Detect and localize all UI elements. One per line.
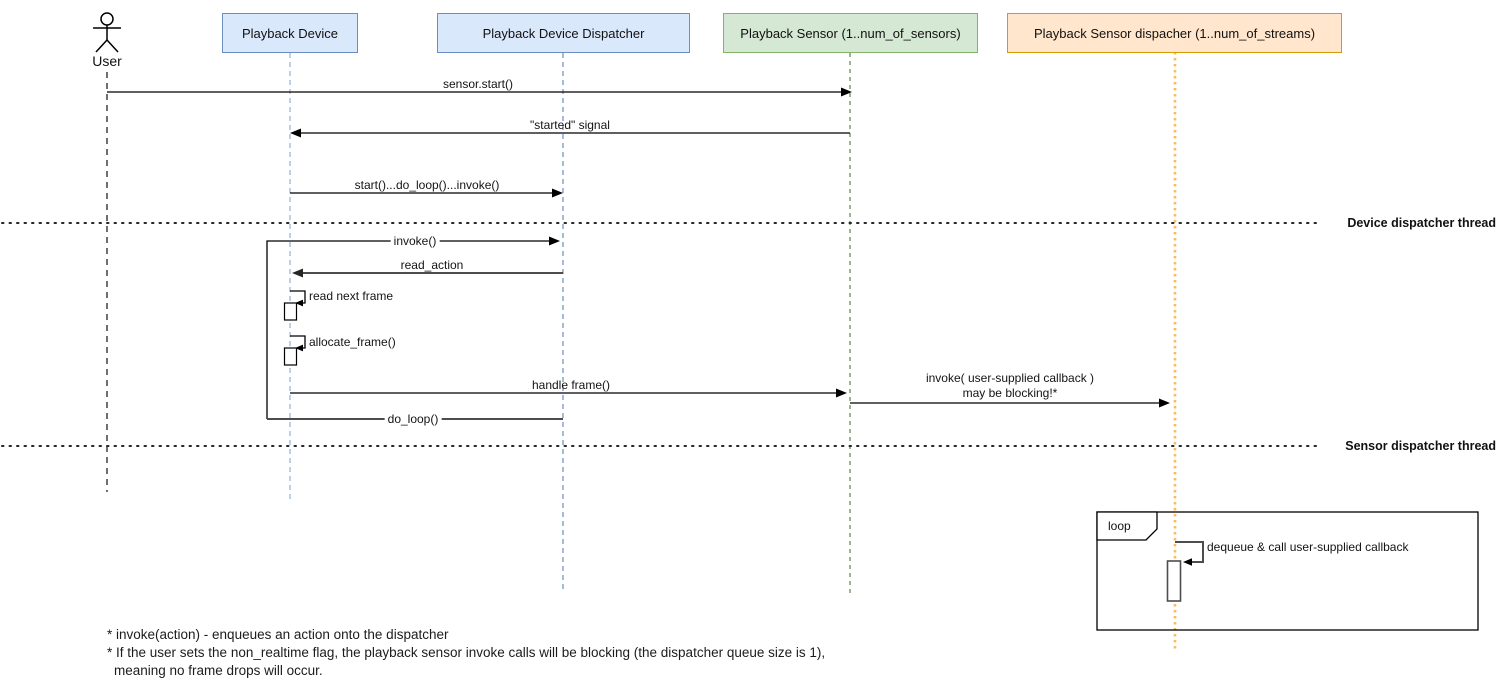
loop-fragment-label: loop bbox=[1108, 519, 1131, 533]
message-arrows bbox=[107, 87, 1204, 602]
msg-read-action: read_action bbox=[400, 258, 464, 272]
participant-playback-sensor: Playback Sensor (1..num_of_sensors) bbox=[723, 13, 978, 53]
participant-label: Playback Device bbox=[241, 25, 339, 41]
user-actor-label: User bbox=[92, 53, 122, 69]
user-actor-icon bbox=[93, 12, 121, 53]
msg-handle-frame: handle frame() bbox=[531, 378, 611, 392]
thread-separators bbox=[1, 222, 1323, 447]
footnote-line: * If the user sets the non_realtime flag… bbox=[107, 645, 826, 660]
msg-sensor-start: sensor.start() bbox=[442, 77, 514, 91]
msg-invoke-callback-line2: may be blocking!* bbox=[962, 386, 1058, 400]
msg-read-next-frame: read next frame bbox=[309, 289, 394, 303]
footnote-line: meaning no frame drops will occur. bbox=[114, 663, 323, 678]
device-dispatcher-thread-label: Device dispatcher thread bbox=[1347, 216, 1496, 230]
arrow-dequeue-callback bbox=[1175, 541, 1204, 563]
msg-invoke: invoke() bbox=[390, 234, 440, 248]
msg-allocate-frame: allocate_frame() bbox=[309, 335, 396, 349]
msg-do-loop: do_loop() bbox=[384, 412, 442, 426]
msg-started-signal: "started" signal bbox=[530, 118, 610, 132]
footnotes: * invoke(action) - enqueues an action on… bbox=[107, 626, 825, 680]
participant-label: Playback Device Dispatcher bbox=[482, 25, 645, 41]
participant-label: Playback Sensor dispacher (1..num_of_str… bbox=[1033, 25, 1316, 41]
sensor-dispatcher-thread-label: Sensor dispatcher thread bbox=[1345, 439, 1496, 453]
loop-fragment bbox=[1096, 511, 1479, 631]
msg-start-do-loop-invoke: start()...do_loop()...invoke() bbox=[354, 178, 500, 192]
lifelines bbox=[106, 52, 1177, 652]
participant-playback-device-dispatcher: Playback Device Dispatcher bbox=[437, 13, 690, 53]
arrow-invoke bbox=[266, 240, 549, 419]
msg-invoke-callback-line1: invoke( user-supplied callback ) bbox=[925, 371, 1095, 385]
participant-playback-sensor-dispatcher: Playback Sensor dispacher (1..num_of_str… bbox=[1007, 13, 1342, 53]
participant-playback-device: Playback Device bbox=[222, 13, 358, 53]
msg-dequeue-callback: dequeue & call user-supplied callback bbox=[1207, 540, 1409, 554]
footnote-line: * invoke(action) - enqueues an action on… bbox=[107, 627, 449, 642]
participant-label: Playback Sensor (1..num_of_sensors) bbox=[740, 25, 961, 41]
msg-invoke-callback: invoke( user-supplied callback ) may be … bbox=[926, 371, 1094, 401]
